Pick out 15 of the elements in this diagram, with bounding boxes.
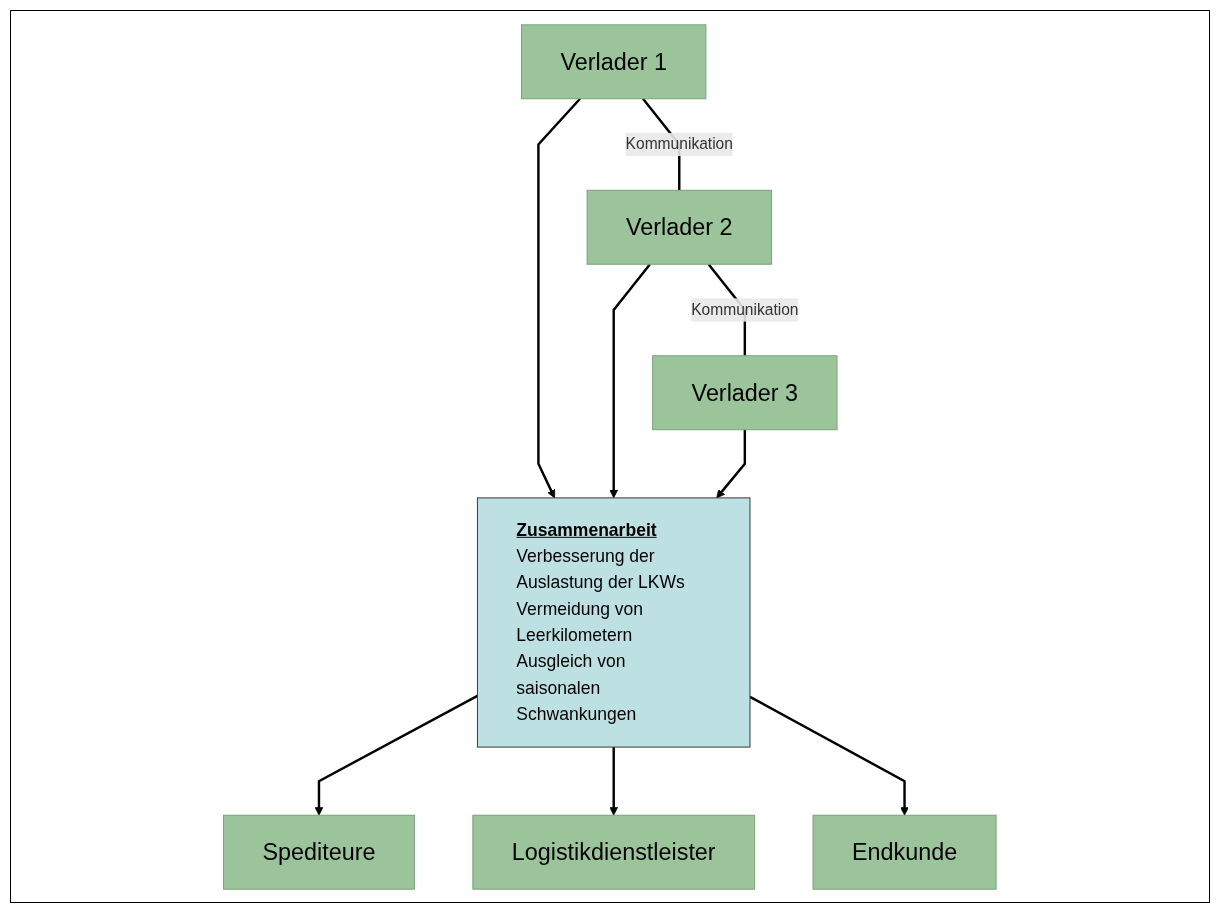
arrow	[314, 694, 479, 816]
node-box: Endkunde	[812, 814, 997, 890]
edge-label: Kommunikation	[691, 300, 799, 318]
arrow	[537, 97, 582, 498]
node-box: Logistikdienstleister	[472, 814, 756, 890]
node-box: Verlader 3	[652, 354, 838, 430]
arrow	[609, 263, 652, 498]
arrow	[716, 429, 747, 498]
node-box: Verlader 2	[586, 189, 773, 265]
arrow	[749, 695, 909, 816]
edge-label: Kommunikation	[625, 135, 734, 152]
node-box: Spediteure	[223, 814, 416, 890]
node-box: Verlader 1	[521, 23, 707, 99]
arrow	[609, 746, 619, 816]
node-box: Zusammenarbeit Verbesserung der Auslastung der LKWs Vermeidung von Leerkilometern Ausgleich von saisonalen Schwankungen	[477, 496, 751, 748]
